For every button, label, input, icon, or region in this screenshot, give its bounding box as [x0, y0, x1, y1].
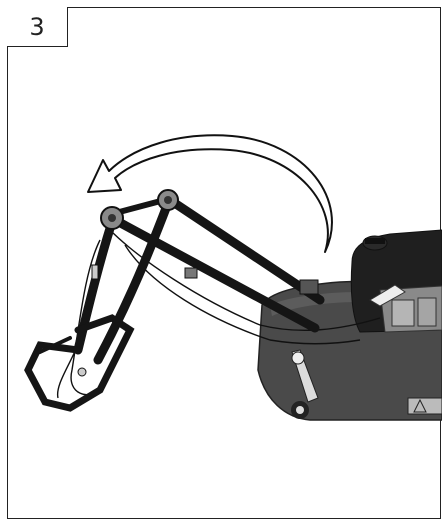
fold-direction-arrow-icon [88, 135, 332, 252]
mower-engine [351, 230, 442, 332]
